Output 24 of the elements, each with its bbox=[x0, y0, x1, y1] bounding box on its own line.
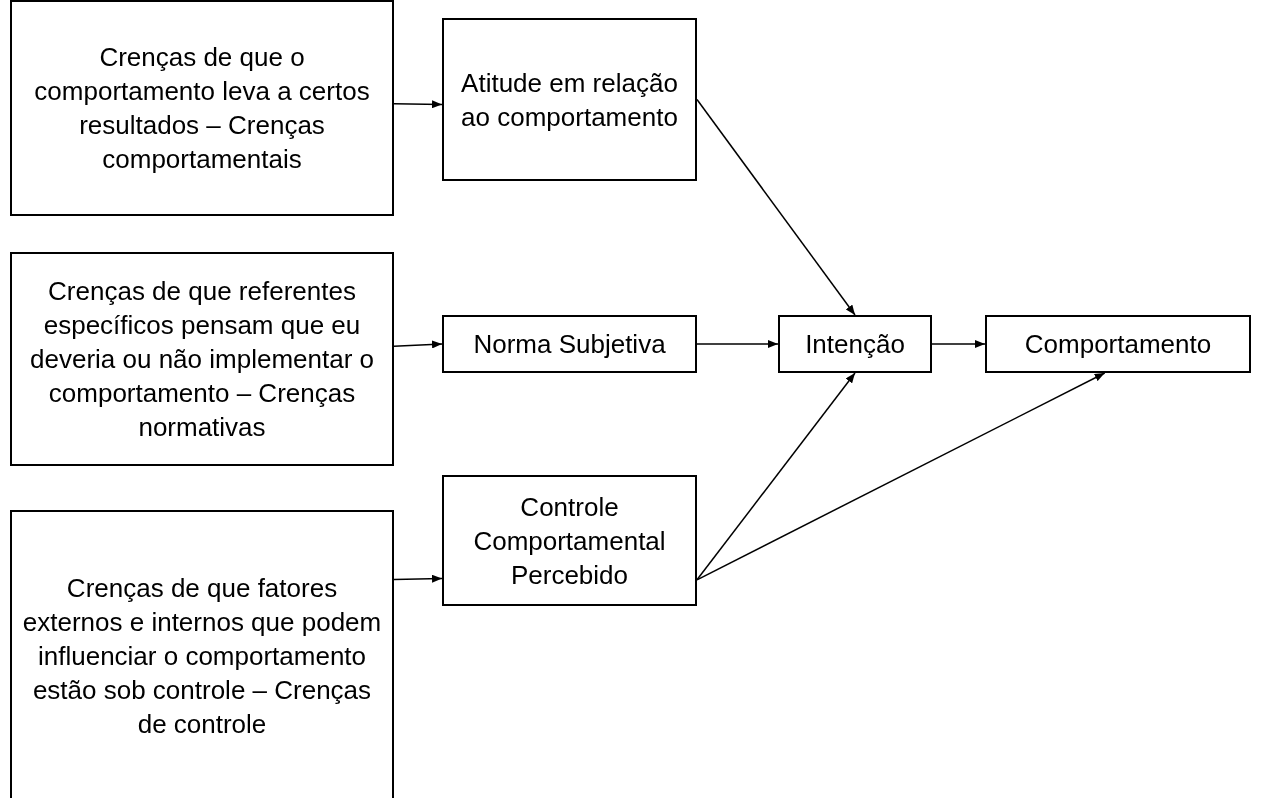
process-box bbox=[442, 315, 697, 373]
arrow bbox=[696, 340, 779, 348]
process-box bbox=[442, 475, 697, 606]
box-label: Crenças de que fatores externos e internos que podem influenciar o comportamento estão sob controle – Crenças de controle bbox=[22, 572, 382, 741]
arrow bbox=[393, 100, 443, 109]
process-box bbox=[10, 510, 394, 798]
process-box bbox=[778, 315, 932, 373]
arrow bbox=[393, 340, 443, 349]
process-box bbox=[10, 252, 394, 466]
process-box bbox=[442, 18, 697, 181]
box-label: Intenção bbox=[805, 328, 905, 361]
process-box bbox=[985, 315, 1251, 373]
arrow bbox=[696, 98, 856, 316]
arrow bbox=[393, 574, 443, 583]
process-box bbox=[10, 0, 394, 216]
box-label: Crenças de que o comportamento leva a certos resultados – Crenças comportamentais bbox=[33, 41, 371, 176]
box-label: Crenças de que referentes específicos pensam que eu deveria ou não implementar o comportamento – Crenças normativas bbox=[29, 275, 375, 444]
arrow bbox=[696, 372, 1106, 581]
arrow bbox=[696, 372, 856, 581]
box-label: Norma Subjetiva bbox=[473, 328, 666, 361]
box-label: Controle Comportamental Percebido bbox=[472, 490, 667, 592]
box-label: Atitude em relação ao comportamento bbox=[460, 66, 679, 134]
box-label: Comportamento bbox=[1024, 328, 1212, 361]
arrow bbox=[931, 340, 986, 348]
